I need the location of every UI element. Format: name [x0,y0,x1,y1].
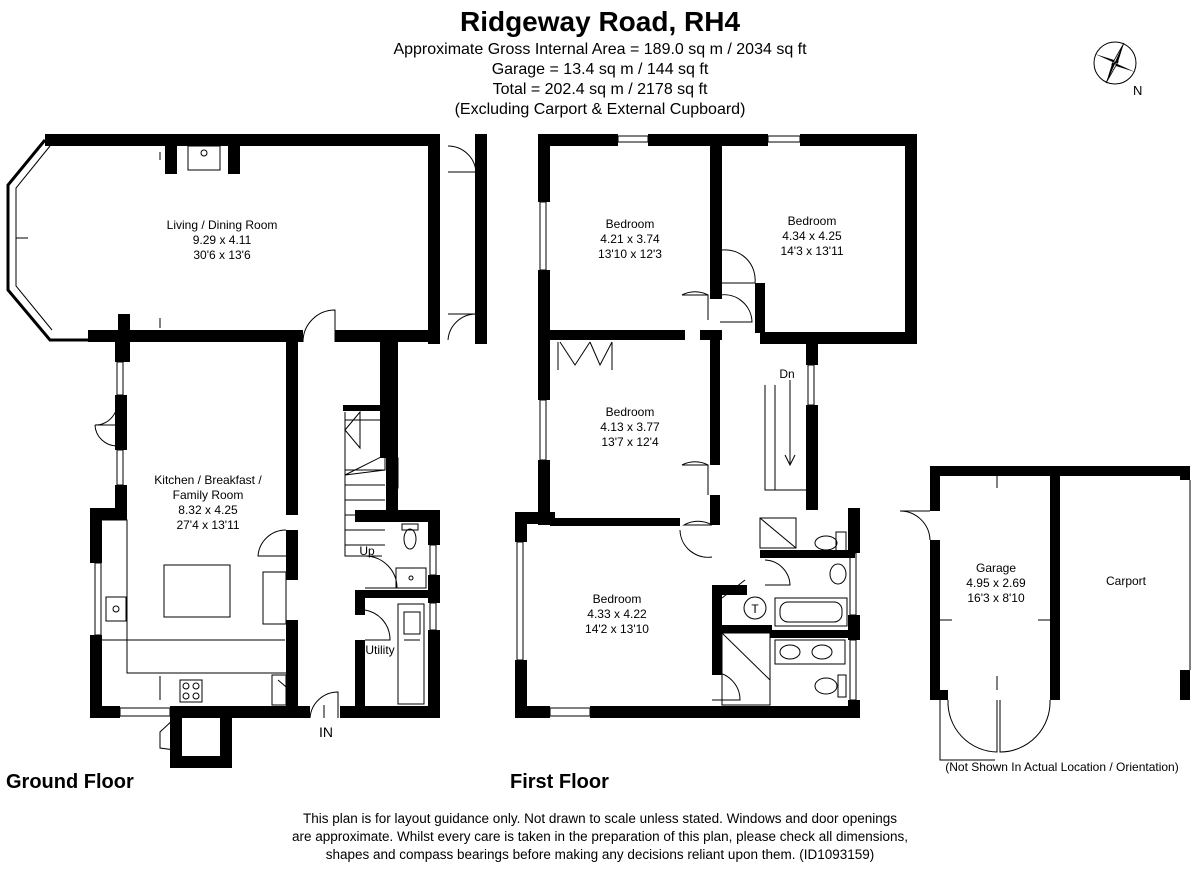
disclaimer-line: This plan is for layout guidance only. N… [302,811,898,826]
garage-metric: 4.95 x 2.69 [966,576,1026,590]
kitchen-imperial: 27'4 x 13'11 [176,518,239,532]
first-floor-label: First Floor [510,771,609,793]
kitchen-name-line1: Kitchen / Breakfast / [154,473,262,487]
bedroom1-metric: 4.21 x 3.74 [600,232,660,246]
garage-imperial: 16'3 x 8'10 [967,591,1025,605]
bedroom1-name: Bedroom [606,217,655,231]
bedroom3-name: Bedroom [606,405,655,419]
bedroom3-imperial: 13'7 x 12'4 [601,435,659,449]
utility-name: Utility [365,643,394,657]
bedroom4-name: Bedroom [593,592,642,606]
room-labels: Living / Dining Room 9.29 x 4.11 30'6 x … [154,214,1178,774]
plan-title: Ridgeway Road, RH4 [459,6,741,37]
kitchen-name-line2: Family Room [173,488,244,502]
area-summary: Approximate Gross Internal Area = 189.0 … [0,40,1200,120]
exclusion-note: (Excluding Carport & External Cupboard) [454,101,746,118]
garage-location-note: (Not Shown In Actual Location / Orientat… [945,760,1178,774]
cylinder-label: T [751,602,759,616]
compass-north-label: N [1133,83,1142,98]
stairs-down-label: Dn [779,367,794,381]
bedroom2-imperial: 14'3 x 13'11 [780,244,843,258]
living-room-metric: 9.29 x 4.11 [193,233,252,247]
disclaimer-line: shapes and compass bearings before makin… [325,847,875,862]
bedroom2-metric: 4.34 x 4.25 [782,229,842,243]
fixtures-and-lines [6,135,1191,761]
bedroom1-imperial: 13'10 x 12'3 [598,247,662,261]
total-area-line: Total = 202.4 sq m / 2178 sq ft [492,81,708,98]
bedroom2-name: Bedroom [788,214,837,228]
stairs-up-label: Up [359,544,375,558]
disclaimer-line: are approximate. Whilst every care is ta… [291,829,909,844]
bedroom4-imperial: 14'2 x 13'10 [585,622,649,636]
gross-area-line: Approximate Gross Internal Area = 189.0 … [393,41,807,58]
living-room-imperial: 30'6 x 13'6 [193,248,251,262]
compass-icon: N [1093,41,1142,98]
kitchen-metric: 8.32 x 4.25 [178,503,238,517]
carport-label: Carport [1106,574,1147,588]
ground-floor-label: Ground Floor [6,771,134,793]
bedroom4-metric: 4.33 x 4.22 [587,607,647,621]
entrance-label: IN [319,724,333,740]
disclaimer: This plan is for layout guidance only. N… [0,810,1200,864]
walls [45,134,1190,768]
garage-name: Garage [976,561,1016,575]
living-room-name: Living / Dining Room [167,218,278,232]
bedroom3-metric: 4.13 x 3.77 [600,420,660,434]
garage-area-line: Garage = 13.4 sq m / 144 sq ft [491,61,709,78]
